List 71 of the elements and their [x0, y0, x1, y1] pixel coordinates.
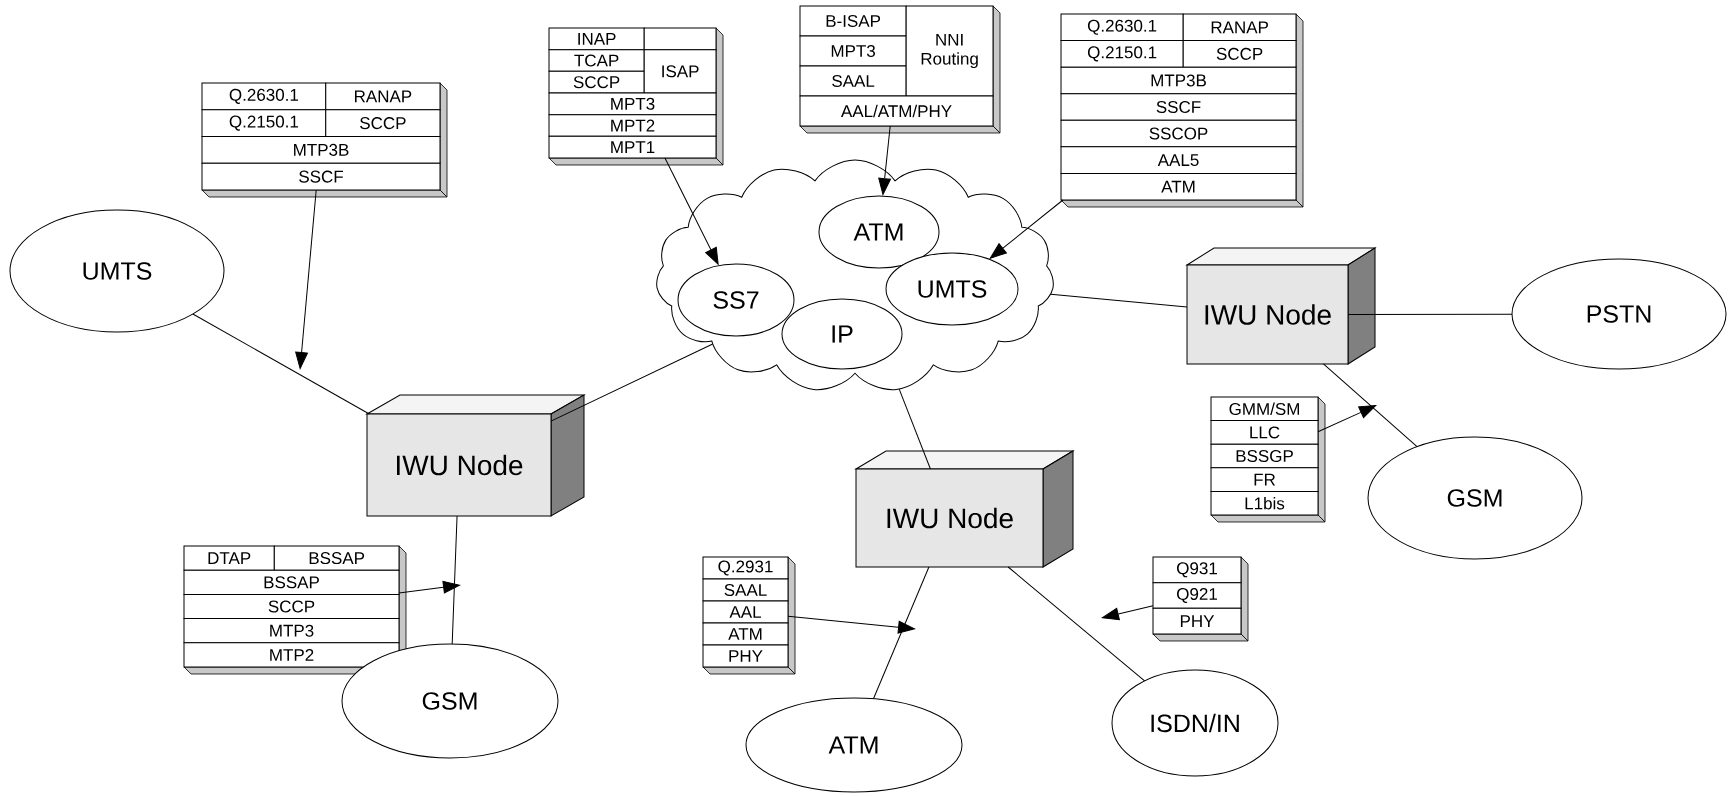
- table-cell: ATM: [1060, 172, 1297, 201]
- connector-line: [1007, 566, 1146, 682]
- connector-line: [550, 343, 714, 422]
- connector-line: [1322, 363, 1418, 448]
- protocol-stack: [1152, 556, 1249, 642]
- table-cell: SCCP: [1182, 40, 1297, 68]
- table-cell: SCCP: [325, 109, 441, 137]
- table-cell: MTP3: [183, 618, 400, 644]
- table-cell: RANAP: [1182, 13, 1297, 42]
- table-cell: PHY: [702, 644, 789, 668]
- table-cell: Q.2150.1: [1060, 40, 1184, 68]
- arrow: [1101, 605, 1154, 621]
- table-cell: Q.2150.1: [201, 109, 327, 137]
- table-cell: FR: [1210, 467, 1319, 492]
- table-cell: SCCP: [183, 593, 400, 620]
- arrow: [1317, 405, 1377, 433]
- connector-line: [1050, 293, 1188, 308]
- table-cell: DTAP: [183, 545, 275, 571]
- connector-line: [898, 388, 931, 470]
- table-cell: SSCOP: [1060, 119, 1297, 148]
- table-cell: AAL5: [1060, 146, 1297, 174]
- table-cell: MPT1: [548, 135, 717, 159]
- connector-line: [872, 566, 930, 700]
- table-cell: SAAL: [702, 578, 789, 602]
- table-cell: MPT2: [548, 114, 717, 137]
- table-cell: BSSGP: [1210, 443, 1319, 469]
- protocol-stack: [183, 545, 407, 675]
- arrow: [878, 125, 891, 196]
- protocol-stack: [1060, 13, 1304, 208]
- arrow: [989, 199, 1064, 259]
- table-cell: TCAP: [548, 49, 645, 72]
- protocol-stack: [702, 556, 796, 675]
- table-cell: RANAP: [325, 82, 441, 111]
- protocol-stack: [201, 82, 448, 198]
- table-cell: MTP2: [183, 642, 400, 668]
- table-cell: Q921: [1152, 582, 1242, 609]
- arrow: [787, 615, 916, 634]
- table-cell: Q.2630.1: [1060, 13, 1184, 42]
- cube-box: IWU Node: [366, 394, 585, 517]
- table-cell: L1bis: [1210, 490, 1319, 516]
- table-cell: ATM: [702, 622, 789, 646]
- connector-line: [192, 313, 370, 415]
- table-cell: PHY: [1152, 607, 1242, 635]
- table-cell: AAL/ATM/PHY: [799, 95, 994, 127]
- table-cell: Q.2630.1: [201, 82, 327, 111]
- table-cell: Q931: [1152, 556, 1242, 584]
- table-cell: INAP: [548, 27, 645, 51]
- table-cell: SSCF: [201, 162, 441, 191]
- arrow: [295, 189, 317, 370]
- table-cell: ISAP: [643, 49, 717, 94]
- table-cell: MPT3: [799, 35, 907, 67]
- connector-line: [1347, 313, 1513, 315]
- table-cell: NNI Routing: [905, 5, 994, 97]
- table-cell: SAAL: [799, 65, 907, 97]
- table-cell: BSSAP: [273, 545, 400, 571]
- arrow: [664, 157, 719, 265]
- table-cell: AAL: [702, 600, 789, 624]
- protocol-stack: [1210, 396, 1326, 523]
- protocol-stack: [799, 5, 1001, 134]
- table-cell: SCCP: [548, 70, 645, 94]
- table-cell: Q.2931: [702, 556, 789, 580]
- table-cell: LLC: [1210, 420, 1319, 445]
- cube-box: IWU Node: [1186, 247, 1376, 365]
- connector-line: [451, 515, 458, 645]
- cube-box: IWU Node: [855, 450, 1074, 568]
- table-cell: MPT3: [548, 92, 717, 116]
- arrow: [398, 580, 461, 594]
- table-cell: SSCF: [1060, 93, 1297, 121]
- table-cell: B-ISAP: [799, 5, 907, 37]
- table-cell: GMM/SM: [1210, 396, 1319, 422]
- protocol-stack: [548, 27, 724, 166]
